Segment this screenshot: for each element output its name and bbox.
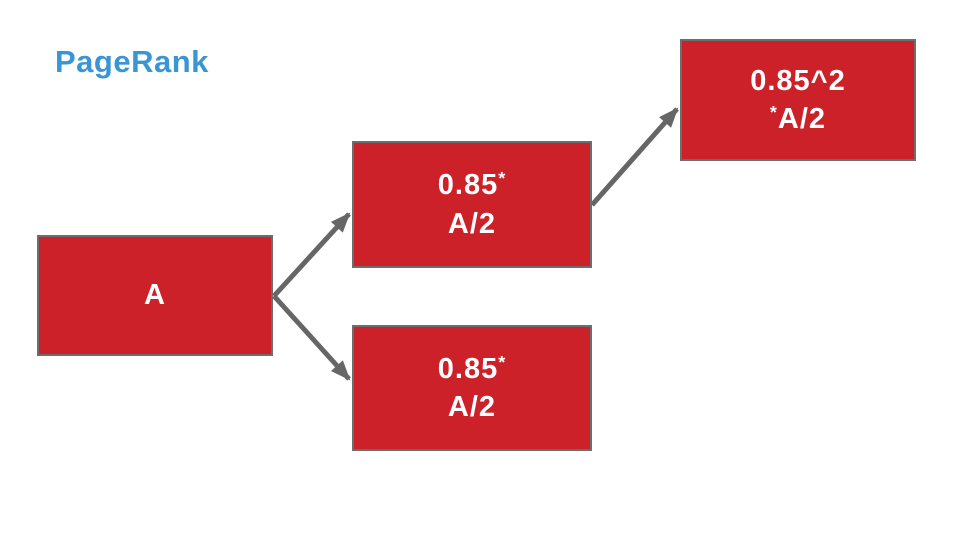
arrow-upper-half-to-second-hop — [590, 107, 679, 207]
node-label-line: 0.85* — [438, 166, 506, 204]
node-label-line: 0.85^2 — [750, 62, 846, 100]
label-text: A — [144, 279, 166, 312]
node-label-line: A — [144, 276, 166, 314]
label-text: 0.85^2 — [750, 64, 846, 97]
label-text: A/2 — [777, 103, 827, 135]
label-text: 0.85 — [437, 169, 499, 202]
node-label-line: *A/2 — [770, 100, 826, 138]
label-text: 0.85 — [437, 352, 499, 385]
diagram-node-lower-half: 0.85*A/2 — [352, 325, 592, 451]
diagram-node-upper-half: 0.85*A/2 — [352, 141, 592, 268]
node-label-line: 0.85* — [438, 350, 506, 388]
arrow-a-to-upper-half — [272, 212, 351, 298]
superscript-text: * — [498, 168, 507, 189]
superscript-text: * — [769, 102, 778, 123]
node-label-line: A/2 — [448, 205, 496, 243]
superscript-text: * — [498, 351, 507, 372]
page-title: PageRank — [55, 44, 209, 79]
label-text: A/2 — [447, 391, 497, 423]
node-label-line: A/2 — [448, 388, 496, 426]
arrow-a-to-lower-half — [272, 294, 351, 381]
label-text: A/2 — [447, 207, 497, 240]
diagram-node-second-hop: 0.85^2*A/2 — [680, 39, 916, 161]
diagram-node-a: A — [37, 235, 273, 356]
